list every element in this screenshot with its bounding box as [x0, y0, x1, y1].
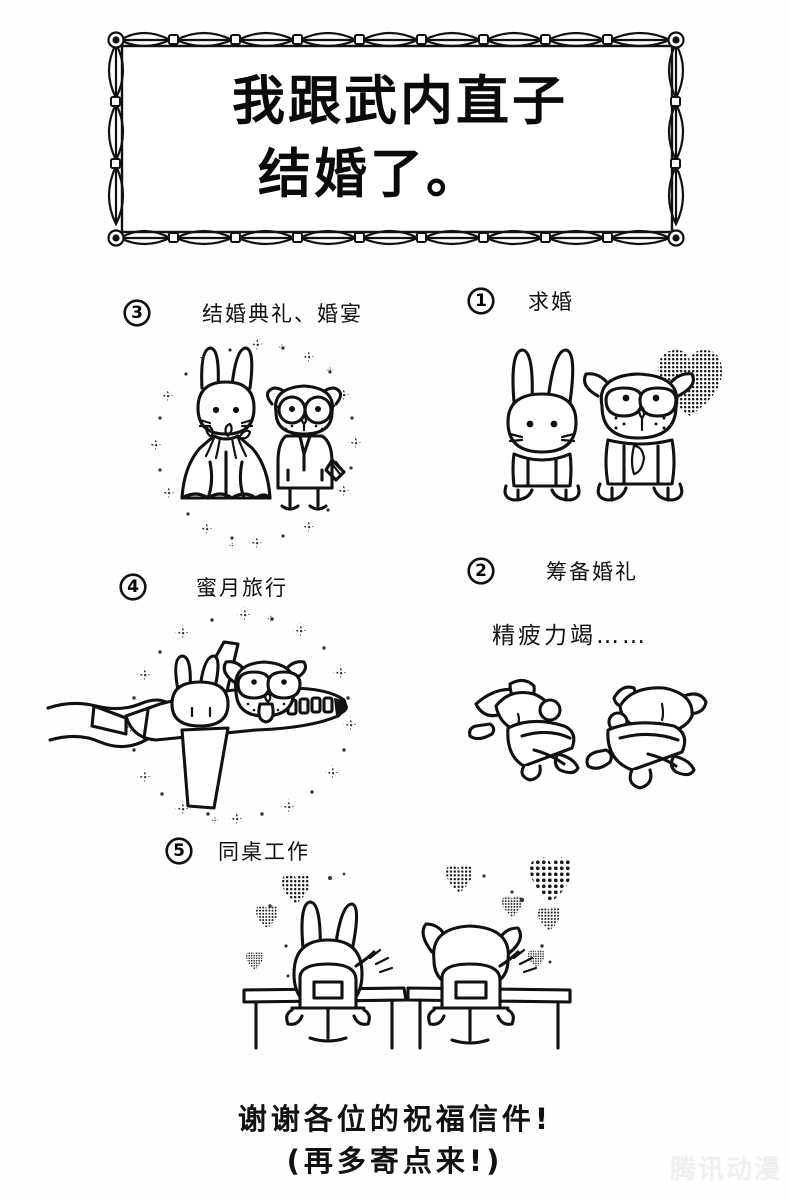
glasses-icon: [604, 386, 678, 418]
panel-number-4: 4: [127, 576, 139, 597]
proposal-illustration: [503, 348, 722, 502]
panel-2-label: 筹备婚礼: [546, 560, 638, 584]
panel-3: 3 结婚典礼、婚宴: [122, 298, 363, 328]
panel-1-artwork: [492, 330, 724, 525]
floating-hearts: [246, 857, 572, 978]
glasses-icon: [236, 670, 302, 700]
wedding-couple-illustration: [148, 336, 362, 549]
panel-2-artwork: [462, 672, 714, 804]
sparkle-ring-icon: [122, 606, 358, 826]
bride-rabbit: [180, 346, 272, 500]
panel-2-subtext: 精疲力竭……: [492, 623, 648, 649]
panel-number-badge-2: 2: [466, 556, 496, 586]
panel-number-3: 3: [131, 302, 143, 323]
rabbit-head-in-plane: [170, 654, 230, 728]
panel-5: 5 同桌工作: [164, 836, 310, 866]
panel-1-header: 1 求婚: [466, 286, 574, 316]
dog-character: [582, 372, 695, 502]
caption-line-1: 谢谢各位的祝福信件!: [237, 1102, 553, 1136]
panel-number-5: 5: [173, 840, 185, 861]
panel-number-1: 1: [475, 290, 487, 311]
title-plaque: 我跟武内直子 结婚了。: [104, 28, 690, 250]
panel-2: 2 筹备婚礼: [466, 556, 638, 586]
watermark: 腾讯动漫: [669, 1155, 782, 1185]
panel-number-badge-4: 4: [118, 572, 148, 602]
corner-rosette-icon: [107, 31, 685, 247]
airplane: [90, 640, 348, 810]
panel-number-badge-1: 1: [466, 286, 496, 316]
caption-line-2: (再多寄点来!): [286, 1144, 504, 1179]
dog-head-in-plane: [222, 660, 308, 724]
exhausted-characters-illustration: [468, 678, 708, 790]
panel-4-label: 蜜月旅行: [196, 576, 288, 600]
panel-1: 1 求婚: [466, 286, 574, 316]
rabbit-at-desk: [285, 900, 394, 1043]
bouquet-icon: [204, 422, 252, 460]
panel-3-artwork: [140, 330, 372, 562]
honeymoon-airplane-illustration: [46, 606, 358, 826]
panel-4-artwork: [46, 600, 393, 832]
panel-5-header: 5 同桌工作: [164, 836, 310, 866]
decorative-rope-border: [107, 31, 685, 247]
panel-5-artwork: [230, 857, 580, 1082]
sparkle-ring-icon: [148, 336, 362, 549]
panel-5-label: 同桌工作: [218, 840, 310, 864]
dog-at-desk: [421, 922, 538, 1045]
panel-2-header: 2 筹备婚礼: [466, 556, 638, 586]
rabbit-character: [503, 348, 581, 502]
panel-number-2: 2: [475, 560, 487, 581]
collapsed-rabbit: [468, 678, 580, 782]
bottom-caption: 谢谢各位的祝福信件! (再多寄点来!): [0, 1098, 790, 1182]
panel-4-header: 4 蜜月旅行: [118, 572, 288, 602]
panel-number-badge-5: 5: [164, 836, 194, 866]
panel-4: 4 蜜月旅行: [118, 572, 288, 602]
groom-dog: [265, 384, 346, 511]
working-at-desks-illustration: [242, 857, 572, 1050]
panel-1-label: 求婚: [528, 290, 574, 314]
collapsed-dog: [585, 685, 708, 790]
panel-3-label: 结婚典礼、婚宴: [202, 302, 363, 326]
panel-number-badge-3: 3: [122, 298, 152, 328]
panel-3-header: 3 结婚典礼、婚宴: [122, 298, 363, 328]
